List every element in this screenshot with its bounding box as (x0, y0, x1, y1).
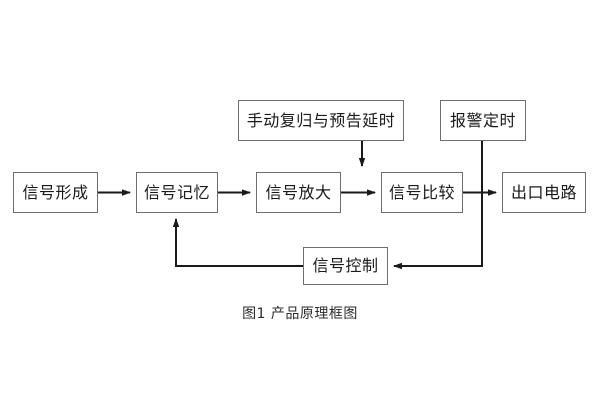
node-output-circuit[interactable]: 出口电路 (502, 172, 586, 213)
node-label-signal-control: 信号控制 (312, 256, 379, 275)
node-manual-reset-delay[interactable]: 手动复归与预告延时 (238, 100, 404, 141)
node-alarm-timer[interactable]: 报警定时 (440, 100, 526, 141)
node-label-output-circuit: 出口电路 (510, 182, 577, 202)
node-signal-memory[interactable]: 信号记忆 (136, 172, 218, 213)
node-label-signal-amplify: 信号放大 (265, 182, 332, 202)
edge-control-to-memory (172, 218, 303, 267)
node-label-alarm-timer: 报警定时 (449, 110, 516, 130)
node-signal-amplify[interactable]: 信号放大 (256, 172, 341, 213)
node-signal-formation[interactable]: 信号形成 (13, 172, 98, 213)
node-label-manual-reset-delay: 手动复归与预告延时 (246, 110, 396, 130)
figure-caption: 图1 产品原理框图 (242, 306, 358, 322)
node-label-signal-formation: 信号形成 (22, 182, 89, 202)
node-label-signal-memory: 信号记忆 (143, 182, 210, 202)
node-signal-compare[interactable]: 信号比较 (381, 172, 463, 213)
node-signal-control[interactable]: 信号控制 (303, 247, 388, 285)
node-label-signal-compare: 信号比较 (388, 182, 455, 202)
